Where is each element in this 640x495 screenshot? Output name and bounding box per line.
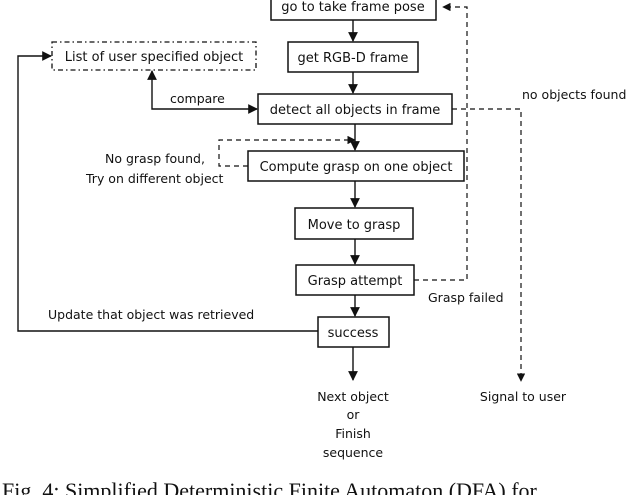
svg-text:Grasp attempt: Grasp attempt bbox=[308, 274, 403, 289]
svg-text:Next object: Next object bbox=[317, 389, 389, 404]
svg-text:or: or bbox=[347, 407, 361, 422]
svg-text:success: success bbox=[328, 326, 379, 341]
svg-text:Grasp failed: Grasp failed bbox=[428, 290, 504, 305]
arrow-grasp-failed bbox=[414, 2, 468, 281]
node-move-to-grasp: Move to grasp bbox=[294, 207, 414, 240]
node-get-rgbd-frame: get RGB-D frame bbox=[287, 41, 419, 73]
figure-caption: Fig. 4: Simplified Deterministic Finite … bbox=[2, 478, 538, 495]
svg-text:Compute grasp on one object: Compute grasp on one object bbox=[260, 160, 453, 175]
svg-text:compare: compare bbox=[170, 91, 225, 106]
svg-text:No grasp found,: No grasp found, bbox=[105, 151, 205, 166]
svg-text:get RGB-D frame: get RGB-D frame bbox=[298, 51, 409, 66]
node-grasp-attempt: Grasp attempt bbox=[295, 264, 415, 296]
output-next-object: Next object or Finish sequence bbox=[317, 389, 389, 460]
svg-text:no objects found: no objects found bbox=[522, 87, 626, 102]
node-success: success bbox=[317, 316, 390, 348]
svg-text:sequence: sequence bbox=[323, 445, 384, 460]
node-detect-objects: detect all objects in frame bbox=[257, 93, 453, 125]
svg-text:Try on different object: Try on different object bbox=[85, 171, 224, 186]
node-take-frame-pose: go to take frame pose bbox=[270, 0, 437, 21]
arrow-update-retrieved bbox=[17, 51, 318, 332]
svg-text:Move to grasp: Move to grasp bbox=[308, 218, 401, 233]
arrow-no-objects bbox=[452, 108, 526, 382]
arrow-compare bbox=[147, 70, 258, 114]
svg-text:Update that object was retriev: Update that object was retrieved bbox=[48, 307, 254, 322]
svg-text:List of user specified object: List of user specified object bbox=[65, 50, 243, 65]
svg-text:go to take frame pose: go to take frame pose bbox=[281, 0, 424, 15]
output-signal-user: Signal to user bbox=[480, 389, 567, 404]
svg-text:Finish: Finish bbox=[335, 426, 371, 441]
svg-text:detect all objects in frame: detect all objects in frame bbox=[270, 103, 441, 118]
node-user-object-list: List of user specified object bbox=[51, 41, 257, 71]
node-compute-grasp: Compute grasp on one object bbox=[247, 150, 465, 182]
